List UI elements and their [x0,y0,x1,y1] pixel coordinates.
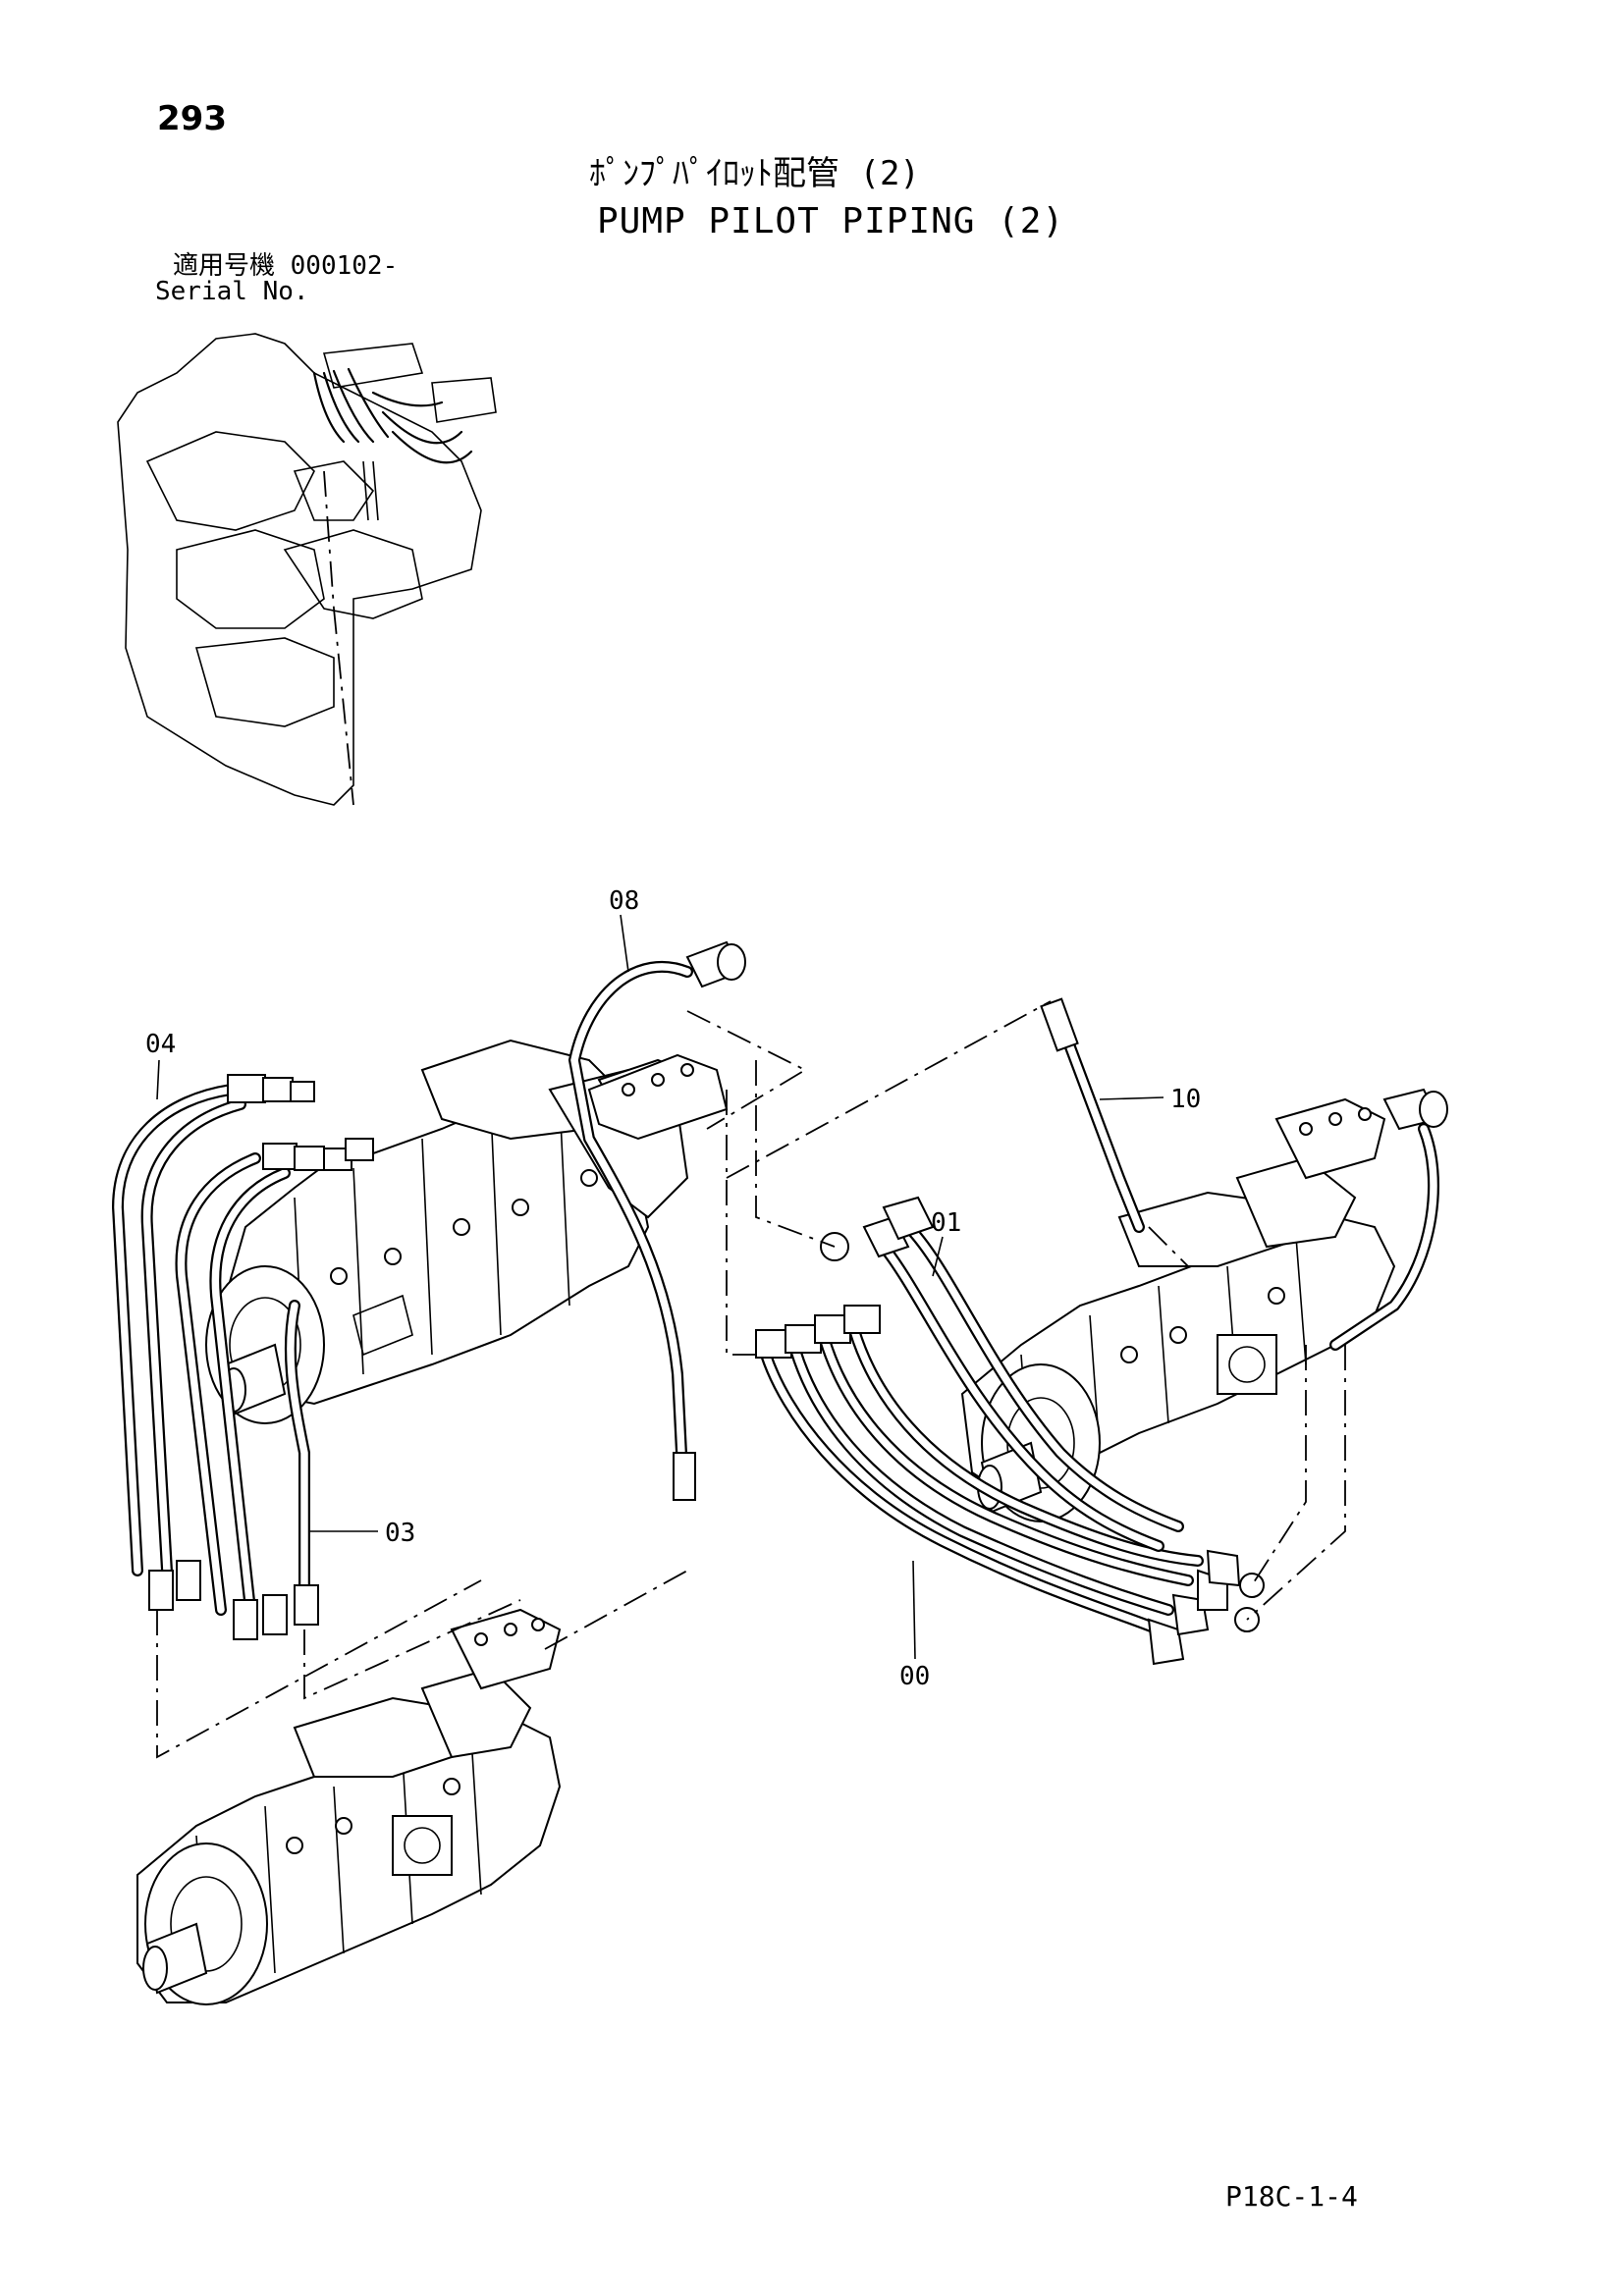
pump-assembly-bottom [136,1608,562,2005]
serial-number-label-japanese: 適用号機 000102- [173,251,399,281]
engine-location-thumbnail [117,333,497,806]
pilot-valve-block-left [587,1053,729,1141]
pilot-hose-right-return [1329,1088,1448,1351]
page-number: 293 [157,99,227,138]
pilot-hoses-00 [755,1305,1265,1666]
callout-01: 01 [931,1208,961,1238]
pilot-hose-08 [568,940,746,1501]
callout-00: 00 [899,1662,930,1691]
document-code: P18C-1-4 [1225,2180,1358,2213]
callout-03: 03 [385,1519,415,1548]
page-title-japanese: ﾎﾟﾝﾌﾟﾊﾟｲﾛｯﾄ配管 (2) [589,154,920,193]
callout-04: 04 [145,1030,176,1059]
connection-lines [156,1000,1346,1759]
leader-lines [156,914,1164,1660]
page-title: PUMP PILOT PIPING (2) [597,201,1065,241]
pilot-hoses-04 [111,1074,374,1640]
callout-10: 10 [1170,1085,1201,1114]
pilot-hose-10 [1040,997,1145,1233]
serial-number-label: Serial No. [155,277,309,306]
pilot-hoses-01 [820,1196,1184,1552]
callout-08: 08 [609,886,639,916]
